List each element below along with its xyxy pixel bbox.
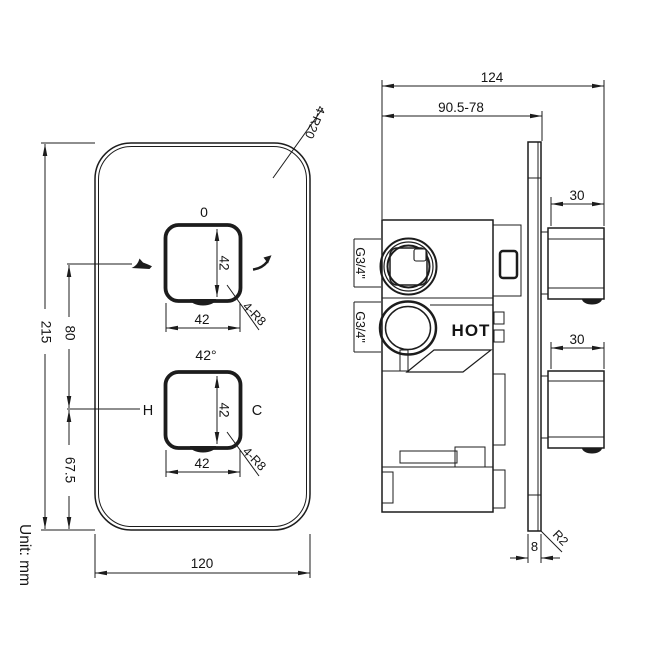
- valve-body-outline: [381, 219, 494, 513]
- dim-depth-124: 124: [381, 70, 605, 226]
- top-knob-width-label: 42: [194, 312, 209, 327]
- front-view: 215 80 67.5 120 4-R20 0: [38, 104, 328, 578]
- side-view: HOT 124: [353, 70, 605, 563]
- dim-top-knob-30: 30: [550, 188, 604, 226]
- bottom-knob-flange: [540, 375, 549, 439]
- top-port-inner-ring: [386, 244, 431, 289]
- bottom-knob-side-outline: [547, 370, 605, 449]
- dim-width-label: 120: [191, 556, 214, 571]
- top-port-square-broach: [389, 247, 428, 286]
- body-crossbar: [399, 450, 458, 464]
- dim-plate-thickness-8: 8: [510, 534, 560, 563]
- top-knob-outline: [163, 223, 243, 303]
- top-knob-height-label: 42: [217, 255, 232, 270]
- wall-plate-edge: [527, 141, 542, 532]
- bottom-knob-width-label: 42: [194, 456, 209, 471]
- faceplate-inner-outline: [98, 146, 307, 527]
- turn-arrow-left-icon: [131, 258, 152, 269]
- dim-bottom-knob-30: 30: [550, 332, 605, 369]
- callout-bottom-port-thread: G3/4": [353, 301, 381, 353]
- unit-note: Unit: mm: [16, 524, 33, 586]
- dim-height-215: 215: [38, 142, 95, 531]
- dim-spacing-80-67: 80 67.5: [63, 263, 140, 529]
- dim-top-knob-depth-label: 30: [569, 188, 584, 203]
- bottom-body-stem: [492, 469, 506, 509]
- callout-top-port-thread: G3/4": [353, 238, 381, 288]
- bottom-knob-height-label: 42: [217, 402, 232, 417]
- top-cartridge-housing: [492, 224, 522, 297]
- top-port-mid-ring: [383, 241, 434, 292]
- bottom-port-thread-label: G3/4": [353, 311, 367, 343]
- bottom-knob-temp-label: 42°: [195, 347, 216, 363]
- body-center-block: [454, 446, 486, 468]
- hot-port-label: HOT: [452, 321, 491, 340]
- hot-port-outer-ring: [378, 300, 438, 356]
- top-port-keyway: [413, 248, 427, 262]
- faceplate-outline: [94, 142, 311, 531]
- dim-install-range: 90.5-78: [382, 100, 543, 141]
- hot-stem-tooth-1: [493, 311, 505, 325]
- top-port-thread-label: G3/4": [353, 247, 367, 279]
- dim-height-label: 215: [39, 321, 54, 344]
- corner-radius-label: 4-R20: [302, 104, 328, 141]
- body-left-lug: [399, 349, 409, 372]
- dim-plate-thickness-label: 8: [531, 539, 538, 554]
- top-port-outer-ring: [379, 237, 438, 296]
- body-bottom-lug: [381, 471, 394, 504]
- cold-side-label: C: [252, 403, 262, 419]
- dim-bottom-knob-depth-label: 30: [569, 332, 584, 347]
- callout-corner-r20: 4-R20: [272, 104, 328, 179]
- dim-install-range-label: 90.5-78: [438, 100, 484, 115]
- hot-port-inner-ring: [384, 305, 432, 351]
- bottom-knob-outline: [163, 370, 243, 450]
- turn-arrow-right-head: [263, 255, 272, 264]
- top-knob-zero-label: 0: [200, 204, 208, 220]
- top-knob-side-outline: [547, 227, 605, 300]
- bottom-knob-dims: 42° H C 42 42 4-R8: [143, 347, 269, 477]
- turn-arrow-right-icon: [252, 260, 269, 271]
- bottom-knob-side-tab: [582, 448, 602, 454]
- dim-knob-spacing-label: 80: [63, 325, 78, 340]
- dim-depth-label: 124: [481, 70, 504, 85]
- body-chamfer-facet: [405, 349, 493, 373]
- top-knob-flange: [540, 231, 549, 295]
- top-cartridge-spindle: [498, 249, 519, 280]
- plate-edge-radius-label: R2: [550, 527, 571, 548]
- hot-stem-tooth-2: [493, 329, 505, 343]
- top-knob-side-tab: [582, 299, 602, 305]
- callout-plate-r2: R2: [540, 527, 571, 553]
- dim-bottom-offset-label: 67.5: [63, 457, 78, 483]
- hot-side-label: H: [143, 403, 153, 419]
- dim-width-120: 120: [94, 534, 311, 578]
- bottom-cartridge-stem: [492, 373, 506, 446]
